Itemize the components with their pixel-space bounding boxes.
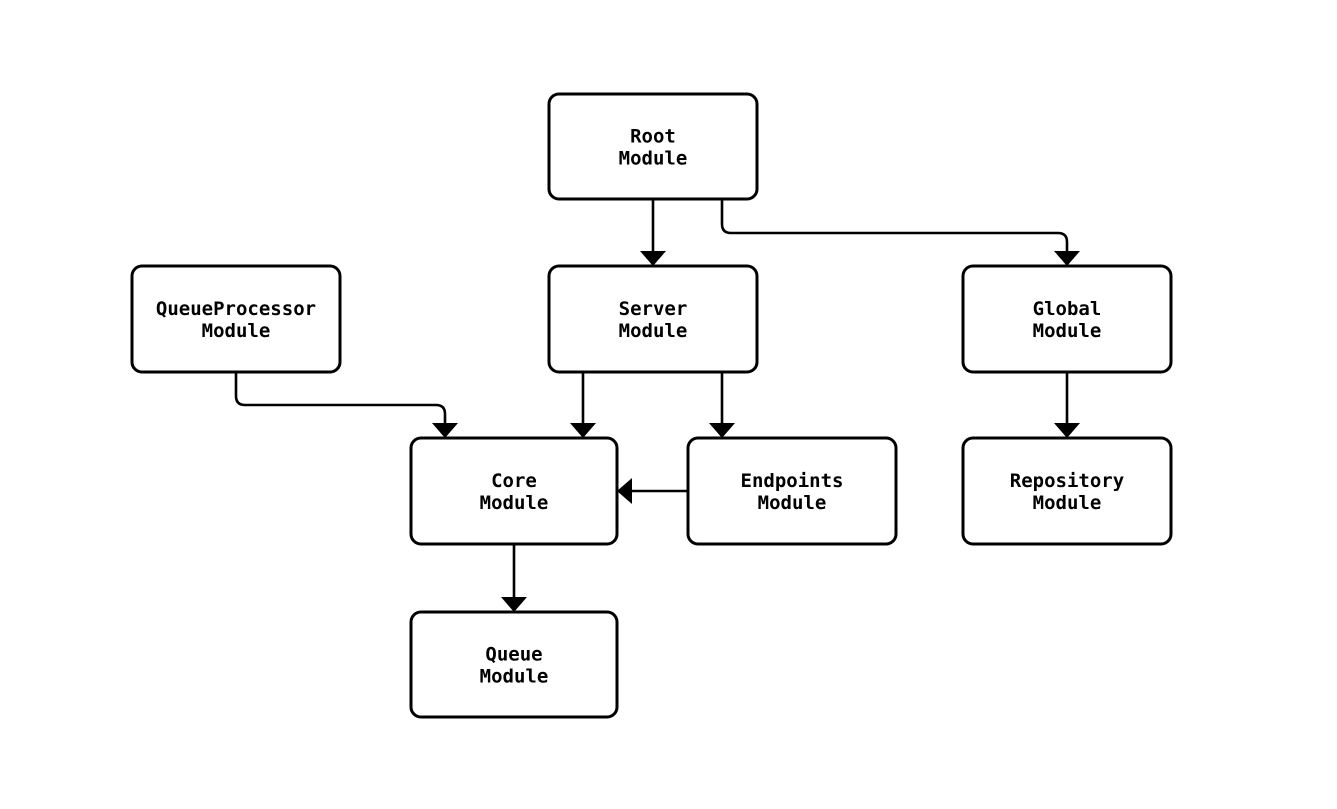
node-endpoints-box (686, 436, 898, 546)
node-repository-box (961, 436, 1173, 546)
edge-root-global (720, 199, 1080, 266)
node-root-box (547, 92, 759, 201)
node-queueprocessor-box (130, 264, 342, 374)
node-server-box (547, 264, 759, 374)
node-global-box (961, 264, 1173, 374)
node-core-box (409, 436, 619, 546)
node-queue-box (409, 610, 619, 719)
edge-queueprocessor-core (234, 372, 458, 438)
edges-layer (234, 199, 1080, 612)
